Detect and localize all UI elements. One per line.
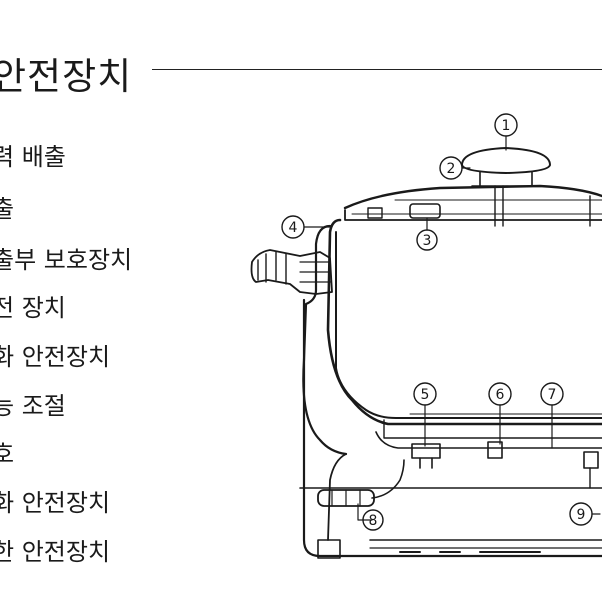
feature-item-5: 화 안전장치 [0, 343, 111, 371]
svg-text:1: 1 [502, 118, 511, 134]
callout-6: 6 [488, 382, 512, 406]
callout-4: 4 [281, 215, 305, 239]
svg-text:9: 9 [577, 507, 586, 523]
callout-8: 8 [362, 509, 384, 531]
base-components [317, 441, 599, 507]
feature-item-2: 출 [0, 195, 15, 223]
callout-3: 3 [416, 229, 438, 251]
title-rule [152, 69, 602, 70]
svg-text:3: 3 [423, 233, 432, 249]
callout-1: 1 [494, 113, 518, 137]
callout-5: 5 [413, 382, 437, 406]
feature-item-6: 능 조절 [0, 392, 66, 420]
pressure-knob [461, 135, 551, 187]
feature-item-7: 호 [0, 440, 15, 468]
svg-text:4: 4 [289, 220, 298, 236]
svg-text:5: 5 [421, 387, 430, 403]
callout-9: 9 [569, 502, 593, 526]
svg-text:8: 8 [369, 513, 378, 529]
callout-2: 2 [439, 156, 463, 180]
feature-item-9: 한 안전장치 [0, 538, 111, 566]
callout-7: 7 [540, 382, 564, 406]
lid [343, 184, 602, 227]
inner-pot [335, 231, 602, 449]
svg-text:6: 6 [496, 387, 505, 403]
section-title: 안전장치 [0, 55, 133, 98]
feature-item-1: 력 배출 [0, 143, 66, 171]
svg-text:2: 2 [447, 161, 456, 177]
svg-text:7: 7 [548, 387, 557, 403]
feature-item-3: 출부 보호장치 [0, 246, 133, 274]
side-handle [250, 249, 333, 295]
cooker-body [299, 218, 602, 559]
callout-leaders [303, 167, 601, 521]
feature-item-8: 화 안전장치 [0, 489, 111, 517]
feature-item-4: 전 장치 [0, 294, 66, 322]
